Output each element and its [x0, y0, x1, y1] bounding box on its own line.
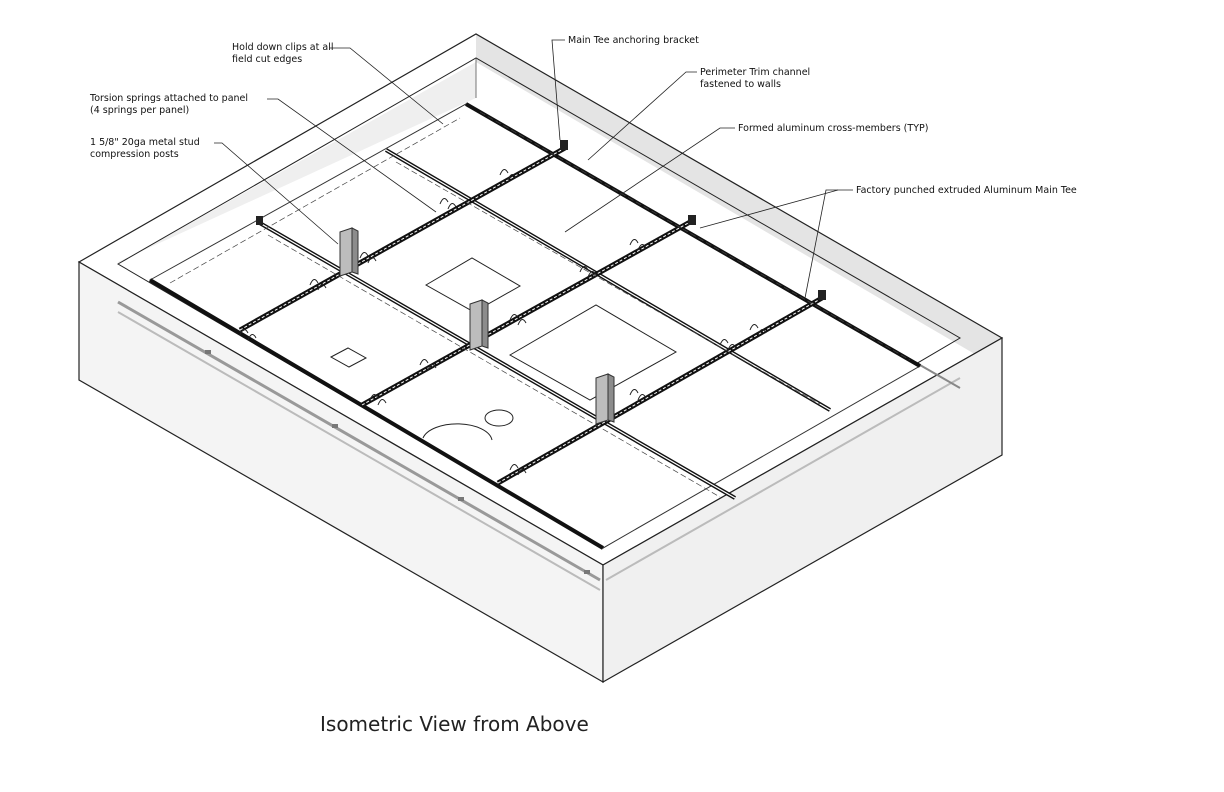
main-tee-highlights — [257, 149, 831, 499]
svg-text:field cut edges: field cut edges — [232, 54, 302, 65]
leader-lines — [214, 39, 853, 299]
panel-dash-lines — [169, 111, 911, 498]
svg-text:Torsion springs attached to pa: Torsion springs attached to panel — [89, 93, 248, 104]
anchoring-brackets — [256, 140, 826, 300]
cross-member-highlights — [239, 147, 823, 484]
callout-cross-members: Formed aluminum cross-members (TYP) — [738, 123, 928, 134]
svg-text:1 5/8" 20ga metal stud: 1 5/8" 20ga metal stud — [90, 137, 200, 148]
svg-text:Perimeter Trim channel: Perimeter Trim channel — [700, 67, 810, 78]
opening-small-circle — [484, 409, 514, 427]
left-face-brackets — [205, 350, 590, 574]
opening-small-square — [329, 347, 368, 368]
svg-text:fastened to walls: fastened to walls — [700, 79, 781, 90]
opening-large-circle — [422, 423, 493, 441]
svg-text:Formed aluminum cross-members: Formed aluminum cross-members (TYP) — [738, 123, 928, 134]
drawing-caption: Isometric View from Above — [320, 712, 589, 736]
callout-compression-posts: 1 5/8" 20ga metal stud compression posts — [90, 137, 200, 160]
ceiling-grid — [148, 102, 922, 550]
svg-text:compression posts: compression posts — [90, 149, 179, 160]
opening-large-panel — [508, 304, 678, 401]
right-trim-line — [605, 377, 961, 581]
left-trim-line-2 — [117, 311, 601, 591]
callout-anchoring-bracket: Main Tee anchoring bracket — [568, 35, 699, 46]
callout-hold-down-clips: Hold down clips at all field cut edges — [232, 42, 333, 65]
left-trim-line-1 — [117, 300, 601, 582]
callout-perimeter-trim: Perimeter Trim channel fastened to walls — [700, 67, 810, 90]
svg-text:Hold down clips at all: Hold down clips at all — [232, 42, 333, 53]
opening-large-square — [424, 257, 522, 313]
svg-text:(4 springs per panel): (4 springs per panel) — [90, 105, 189, 116]
callout-torsion-springs: Torsion springs attached to panel (4 spr… — [89, 93, 248, 116]
back-wall-left-shadow — [118, 62, 476, 264]
svg-text:Main Tee anchoring bracket: Main Tee anchoring bracket — [568, 35, 699, 46]
torsion-springs — [239, 169, 767, 476]
compression-posts — [339, 227, 615, 425]
svg-text:Factory punched extruded Alumi: Factory punched extruded Aluminum Main T… — [856, 185, 1077, 196]
callout-main-tee: Factory punched extruded Aluminum Main T… — [856, 185, 1077, 196]
front-right-face — [602, 336, 1003, 684]
